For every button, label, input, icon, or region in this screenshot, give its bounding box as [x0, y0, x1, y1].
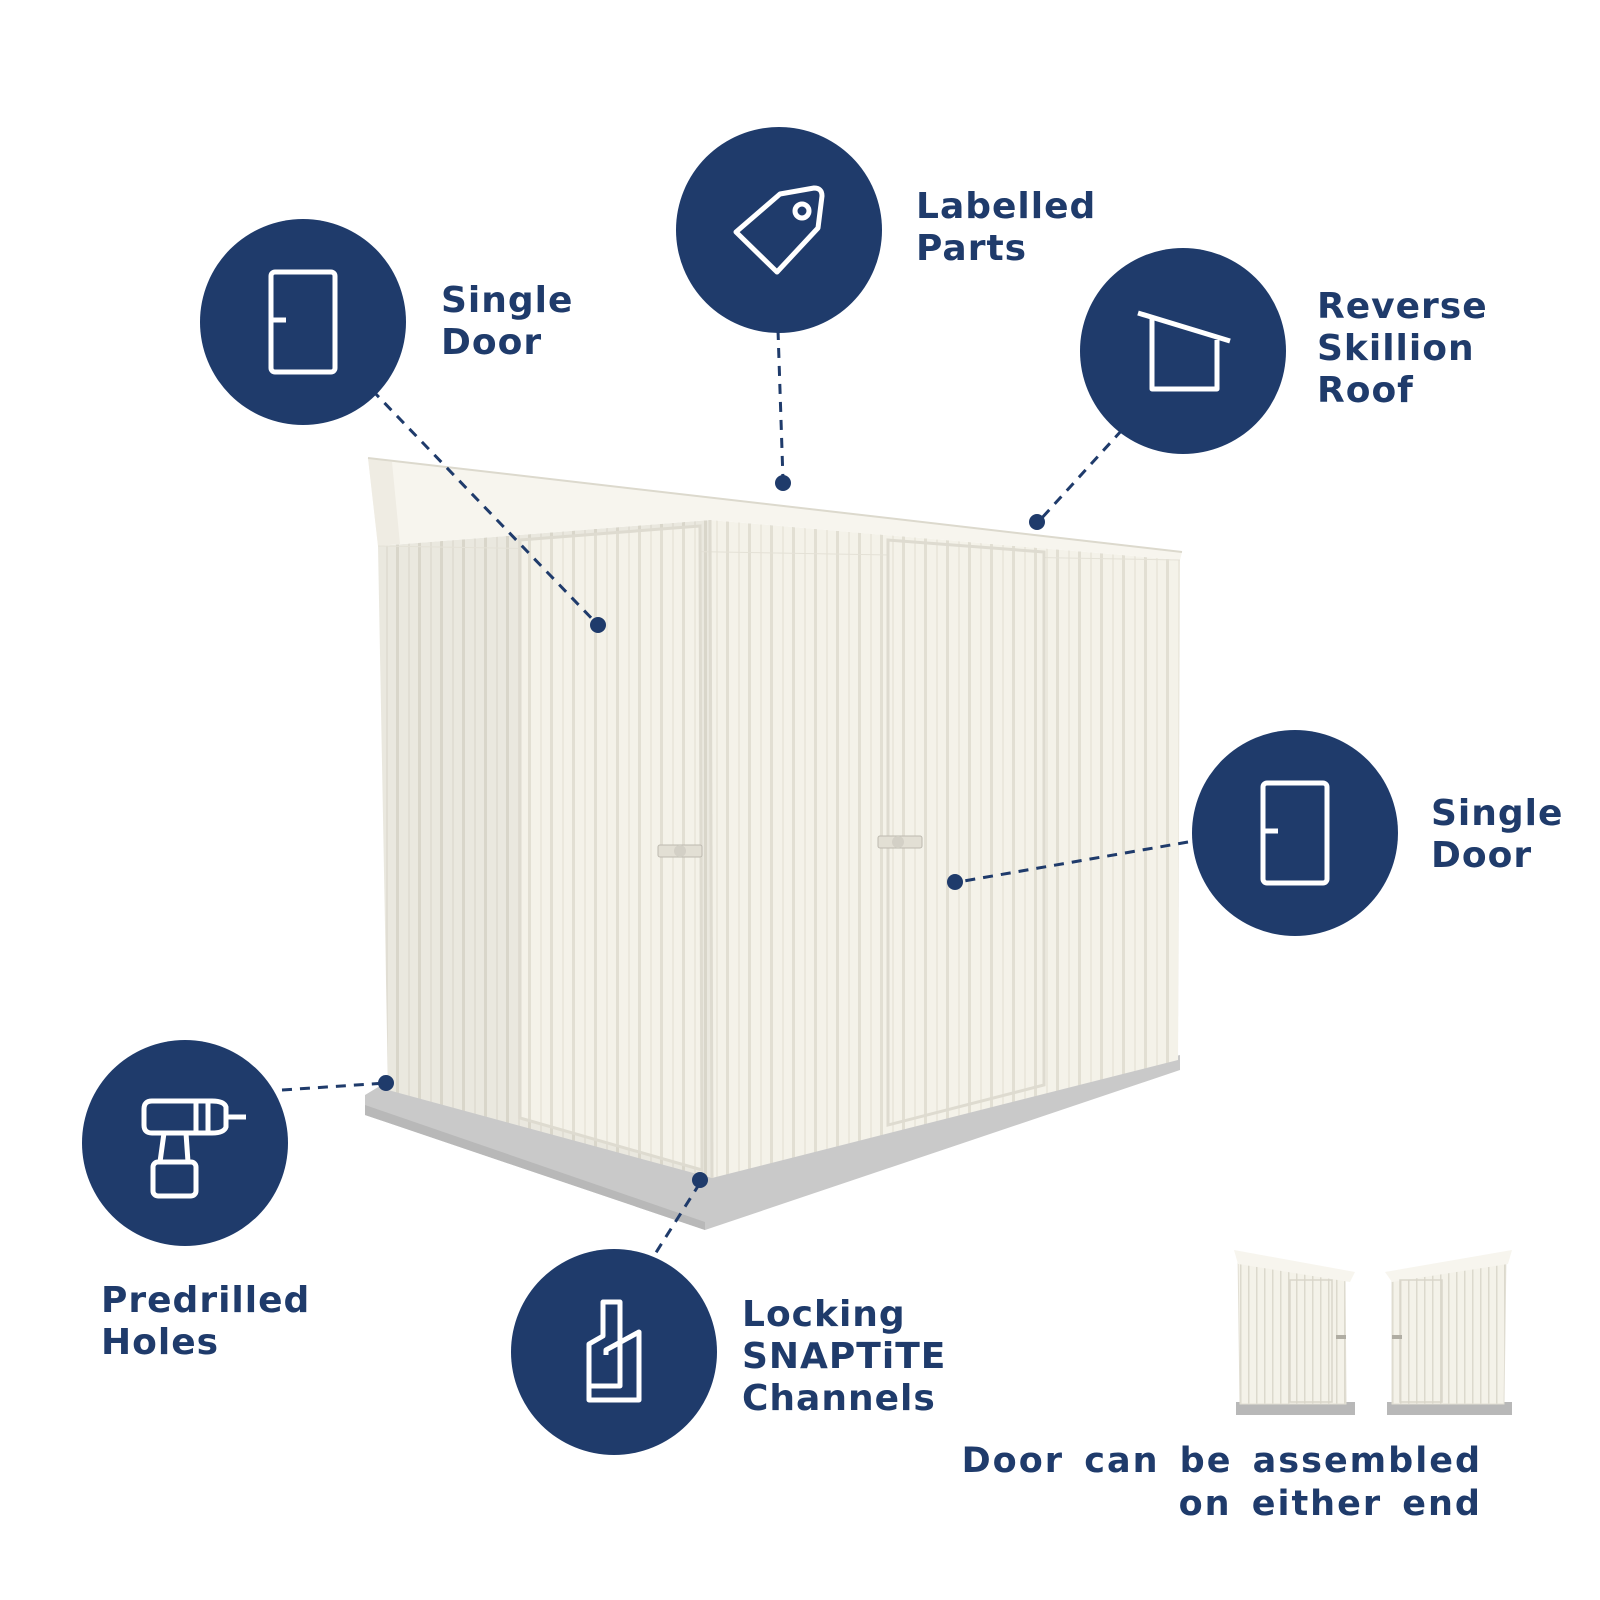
leader-lines: [281, 329, 1189, 1263]
door-icon: [1260, 780, 1330, 886]
feature-circle-reverse-skillion-roof: [1080, 248, 1286, 454]
skillion-roof-icon: [1137, 310, 1231, 392]
label-labelled-parts: Labelled Parts: [916, 186, 1096, 270]
label-line: Door: [1431, 835, 1533, 876]
leader-labelled-parts: [776, 329, 785, 481]
label-single-door-left: Single Door: [441, 280, 573, 364]
door-either-end-illustration: [1234, 1250, 1512, 1415]
leader-single-door-right: [957, 840, 1189, 884]
label-predrilled-holes: Predrilled Holes: [101, 1280, 310, 1364]
label-reverse-skillion-roof: Reverse Skillion Roof: [1317, 286, 1488, 412]
label-line: Locking: [742, 1294, 906, 1335]
caption-line: on either end: [1178, 1484, 1482, 1524]
feature-circle-predrilled-holes: [82, 1040, 288, 1246]
label-line: Reverse: [1317, 286, 1488, 327]
drill-icon: [141, 1098, 246, 1199]
label-line: Single: [1431, 793, 1564, 834]
feature-circle-single-door-right: [1192, 730, 1398, 936]
feature-circle-single-door-left: [200, 219, 406, 425]
leader-dots: [378, 475, 1045, 1188]
label-line: SNAPTiTE: [742, 1336, 947, 1377]
front-door: [886, 538, 1046, 1127]
either-end-caption: Door can be assembled on either end: [962, 1440, 1482, 1526]
label-snaptite-channels: Locking SNAPTiTE Channels: [742, 1294, 946, 1420]
label-line: Skillion: [1317, 328, 1475, 369]
shed-base: [365, 1055, 1180, 1230]
label-line: Door: [441, 322, 543, 363]
channel-icon: [586, 1299, 642, 1403]
label-line: Channels: [742, 1378, 936, 1419]
caption-line: Door can be assembled: [961, 1441, 1482, 1481]
leader-snaptite-channels: [648, 1182, 702, 1263]
label-line: Parts: [916, 228, 1028, 269]
side-door: [518, 524, 704, 1172]
feature-circle-labelled-parts: [676, 127, 882, 333]
leader-predrilled-holes: [281, 1081, 387, 1092]
shed-roof: [368, 458, 1182, 560]
leader-single-door-left: [370, 388, 600, 627]
label-line: Labelled: [916, 186, 1097, 227]
door-icon: [268, 269, 338, 375]
label-line: Holes: [101, 1322, 220, 1363]
feature-circle-snaptite-channels: [511, 1249, 717, 1455]
tag-icon: [733, 185, 825, 275]
label-line: Predrilled: [101, 1280, 311, 1321]
label-line: Single: [441, 280, 574, 321]
label-single-door-right: Single Door: [1431, 793, 1563, 877]
shed-illustration: [365, 457, 1183, 1230]
leader-skillion-roof: [1038, 428, 1124, 522]
label-line: Roof: [1317, 370, 1414, 411]
